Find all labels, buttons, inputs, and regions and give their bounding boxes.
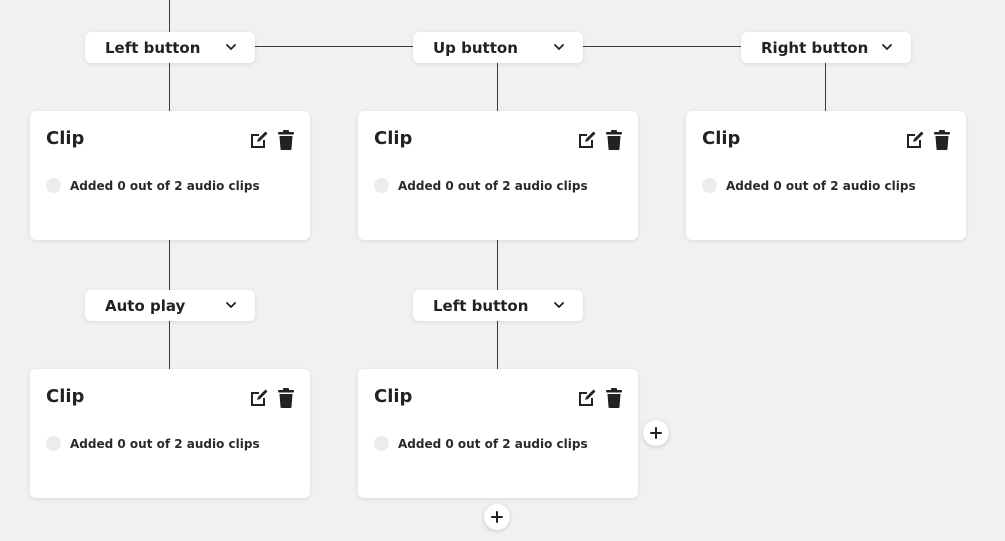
- clip-status-text: Added 0 out of 2 audio clips: [726, 178, 916, 193]
- clip-status-text: Added 0 out of 2 audio clips: [398, 436, 588, 451]
- clip-title: Clip: [46, 128, 85, 149]
- status-dot: [374, 178, 389, 193]
- trash-icon[interactable]: [604, 130, 624, 150]
- clip-status: Added 0 out of 2 audio clips: [374, 436, 588, 451]
- status-dot: [46, 436, 61, 451]
- edit-icon[interactable]: [577, 130, 597, 150]
- connector-line: [497, 63, 498, 111]
- clip-status: Added 0 out of 2 audio clips: [702, 178, 916, 193]
- trigger-label: Right button: [761, 38, 869, 57]
- add-next-button[interactable]: [484, 504, 510, 530]
- trash-icon[interactable]: [276, 130, 296, 150]
- connector-line: [583, 46, 741, 47]
- clip-status-text: Added 0 out of 2 audio clips: [398, 178, 588, 193]
- clip-actions: [249, 388, 296, 408]
- trigger-dropdown-left-button[interactable]: Left button: [85, 32, 255, 63]
- connector-line: [169, 321, 170, 369]
- connector-line: [497, 321, 498, 369]
- clip-status-text: Added 0 out of 2 audio clips: [70, 178, 260, 193]
- trigger-dropdown-up-button[interactable]: Up button: [413, 32, 583, 63]
- trigger-dropdown-auto-play[interactable]: Auto play: [85, 290, 255, 321]
- clip-status: Added 0 out of 2 audio clips: [46, 178, 260, 193]
- clip-status: Added 0 out of 2 audio clips: [46, 436, 260, 451]
- connector-line: [169, 240, 170, 290]
- trigger-dropdown-left-button-2[interactable]: Left button: [413, 290, 583, 321]
- trash-icon[interactable]: [604, 388, 624, 408]
- clip-actions: [577, 130, 624, 150]
- status-dot: [374, 436, 389, 451]
- add-branch-button[interactable]: [643, 420, 669, 446]
- trigger-label: Auto play: [105, 296, 186, 315]
- clip-title: Clip: [46, 386, 85, 407]
- status-dot: [702, 178, 717, 193]
- connector-line: [255, 46, 413, 47]
- trash-icon[interactable]: [932, 130, 952, 150]
- clip-actions: [905, 130, 952, 150]
- clip-status-text: Added 0 out of 2 audio clips: [70, 436, 260, 451]
- clip-card: Clip Added 0 out of 2 audio clips: [30, 369, 310, 498]
- trigger-label: Up button: [433, 38, 518, 57]
- clip-title: Clip: [702, 128, 741, 149]
- connector-line: [825, 63, 826, 111]
- clip-status: Added 0 out of 2 audio clips: [374, 178, 588, 193]
- clip-card: Clip Added 0 out of 2 audio clips: [686, 111, 966, 240]
- chevron-down-icon: [881, 42, 893, 54]
- connector-line: [497, 240, 498, 290]
- trash-icon[interactable]: [276, 388, 296, 408]
- clip-actions: [249, 130, 296, 150]
- plus-icon: [650, 424, 662, 443]
- chevron-down-icon: [225, 42, 237, 54]
- edit-icon[interactable]: [577, 388, 597, 408]
- clip-title: Clip: [374, 128, 413, 149]
- chevron-down-icon: [553, 300, 565, 312]
- clip-card: Clip Added 0 out of 2 audio clips: [358, 369, 638, 498]
- clip-card: Clip Added 0 out of 2 audio clips: [358, 111, 638, 240]
- chevron-down-icon: [225, 300, 237, 312]
- trigger-dropdown-right-button[interactable]: Right button: [741, 32, 911, 63]
- trigger-label: Left button: [433, 296, 529, 315]
- chevron-down-icon: [553, 42, 565, 54]
- edit-icon[interactable]: [249, 130, 269, 150]
- edit-icon[interactable]: [249, 388, 269, 408]
- trigger-label: Left button: [105, 38, 201, 57]
- clip-card: Clip Added 0 out of 2 audio clips: [30, 111, 310, 240]
- edit-icon[interactable]: [905, 130, 925, 150]
- connector-line: [169, 0, 170, 32]
- clip-title: Clip: [374, 386, 413, 407]
- plus-icon: [491, 508, 503, 527]
- connector-line: [169, 63, 170, 111]
- clip-actions: [577, 388, 624, 408]
- status-dot: [46, 178, 61, 193]
